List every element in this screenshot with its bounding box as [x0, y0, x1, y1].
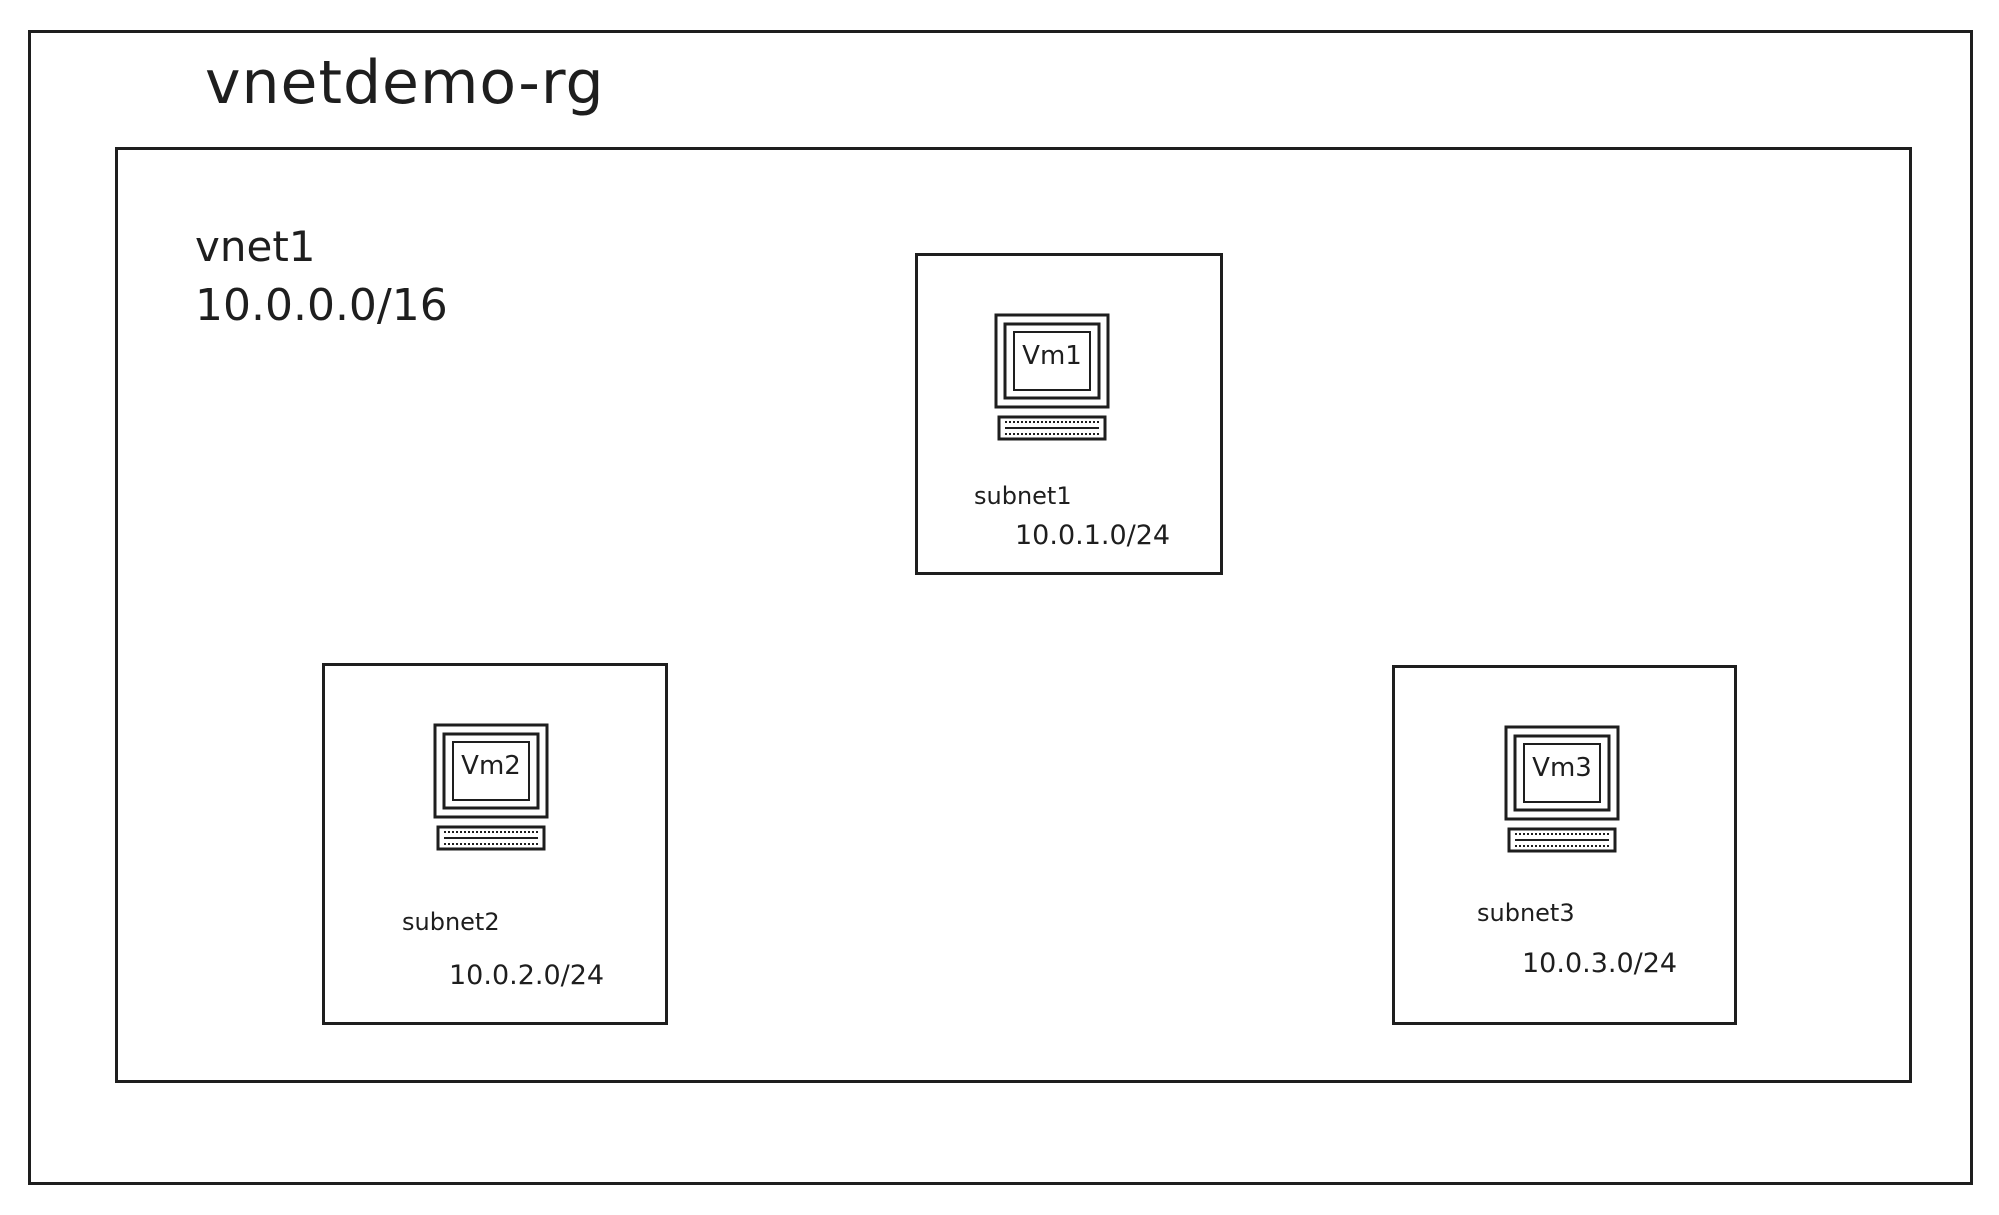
subnet-name: subnet3: [1477, 899, 1575, 927]
subnet-box-subnet3: Vm3 subnet3 10.0.3.0/24: [1392, 665, 1737, 1025]
computer-icon: Vm3: [1503, 724, 1621, 856]
subnet-cidr: 10.0.1.0/24: [1015, 520, 1171, 551]
vm-label: Vm1: [1022, 341, 1082, 371]
subnet-name: subnet2: [402, 908, 500, 936]
resource-group-box: [28, 30, 1973, 1185]
vm-label: Vm3: [1532, 753, 1592, 783]
computer-icon: Vm2: [432, 722, 550, 854]
subnet-box-subnet2: Vm2 subnet2 10.0.2.0/24: [322, 663, 668, 1025]
subnet-name: subnet1: [974, 482, 1072, 510]
vnet-name: vnet1: [195, 222, 316, 271]
subnet-cidr: 10.0.3.0/24: [1522, 948, 1678, 979]
vm-label: Vm2: [461, 751, 521, 781]
vnet-box: [115, 147, 1912, 1083]
subnet-cidr: 10.0.2.0/24: [449, 960, 605, 991]
subnet-box-subnet1: Vm1 subnet1 10.0.1.0/24: [915, 253, 1223, 575]
computer-icon: Vm1: [993, 312, 1111, 444]
resource-group-title: vnetdemo-rg: [205, 48, 605, 118]
vnet-cidr: 10.0.0.0/16: [195, 280, 448, 331]
